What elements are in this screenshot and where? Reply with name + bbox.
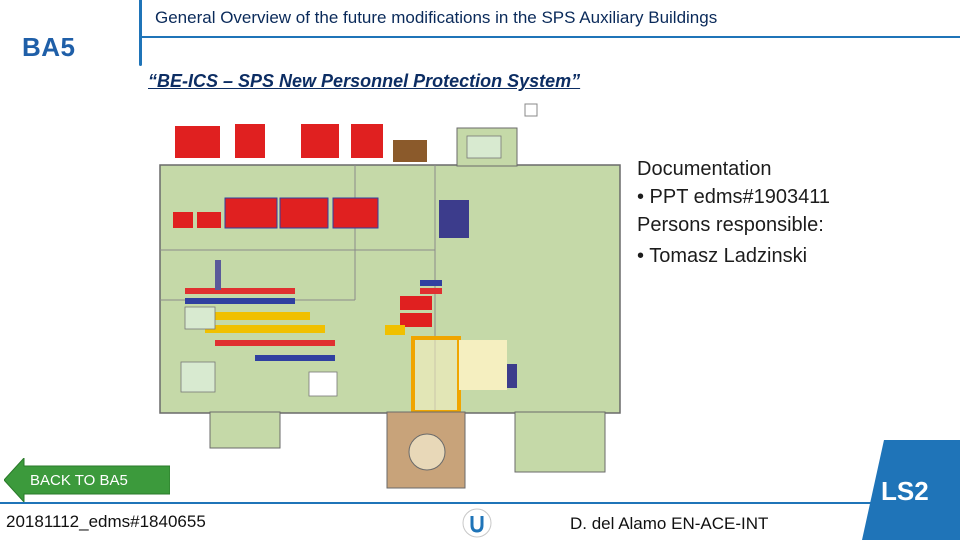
organization-logo-icon <box>462 508 492 538</box>
footer-reference: 20181112_edms#1840655 <box>6 512 206 531</box>
floor-plan-image <box>159 103 621 489</box>
footer-rule <box>0 502 960 504</box>
documentation-heading: Documentation <box>637 158 772 180</box>
responsible-heading: Persons responsible: <box>637 214 824 236</box>
slide-subtitle: “BE-ICS – SPS New Personnel Protection S… <box>148 71 581 91</box>
responsible-person: • Tomasz Ladzinski <box>637 245 808 267</box>
section-tag: BA5 <box>22 32 76 62</box>
footer-author: D. del Alamo EN-ACE-INT <box>570 514 769 533</box>
header-bar <box>142 0 960 38</box>
documentation-link-ppt[interactable]: • PPT edms#1903411 <box>637 186 831 208</box>
back-to-ba5-button[interactable] <box>4 458 170 502</box>
header-divider <box>139 0 142 66</box>
header-rule <box>142 36 960 38</box>
ls2-badge-icon <box>862 440 960 540</box>
header-title: General Overview of the future modificat… <box>155 8 718 27</box>
